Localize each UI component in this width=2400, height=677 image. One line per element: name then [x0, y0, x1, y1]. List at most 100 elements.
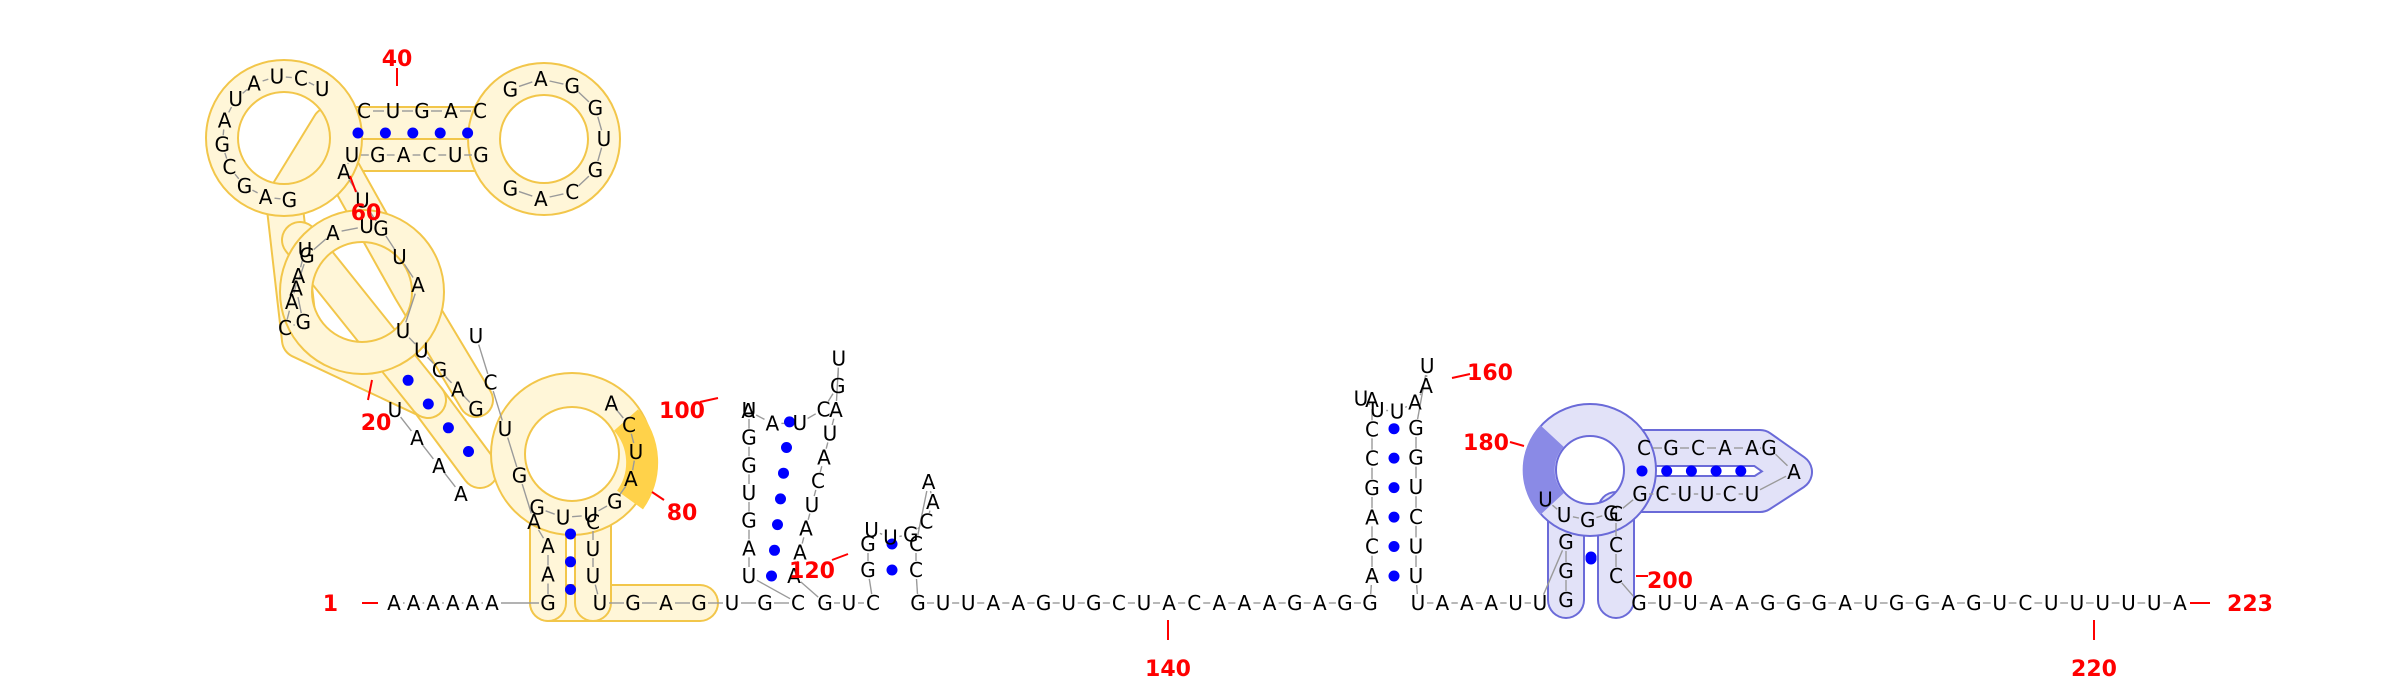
nucleotide-h1_stem_left: G: [741, 426, 757, 450]
nucleotide-tail_3prime: G: [1889, 591, 1905, 615]
nucleotide-h1_loop: U: [831, 347, 846, 371]
nucleotide-h2_loop: U: [864, 518, 879, 542]
nucleotide-h4_loop_a: U: [1538, 487, 1553, 511]
backbone-link: [755, 414, 765, 421]
base-pair: [775, 493, 786, 505]
nucleotide-s9_hairpin_right: G: [588, 158, 604, 182]
nucleotide-h3_stem_left: C: [1365, 417, 1379, 441]
nucleotide-h1_stem_right: U: [805, 493, 820, 517]
nucleotide-tail_3prime: A: [2173, 591, 2187, 615]
base-pair: [1661, 465, 1673, 477]
nucleotide-s13_loop_right: A: [605, 392, 619, 416]
backbone-link: [298, 263, 305, 280]
nucleotide-tail_3prime: U: [1864, 591, 1879, 615]
nucleotide-s3_loop_left: C: [484, 371, 498, 395]
nucleotide-h2_loop: C: [919, 510, 933, 534]
base-pair: [1388, 541, 1400, 552]
nucleotide-s12_stem_a_right: G: [468, 397, 484, 421]
backbone-link: [262, 78, 269, 82]
backbone-link: [518, 81, 533, 88]
nucleotide-h4_loop_b: G: [1761, 436, 1777, 460]
highlight-strong-blue: [1522, 425, 1565, 515]
nucleotide-h1_stem_right: A: [817, 445, 831, 469]
nucleotide-s11_junction: U: [355, 188, 370, 212]
nucleotide-linker4: U: [1411, 591, 1426, 615]
nucleotide-linker3: G: [1086, 591, 1102, 615]
backbone-link: [813, 489, 817, 497]
backbone-link: [1596, 515, 1603, 519]
backbone-link: [403, 263, 414, 278]
nucleotide-tail_3prime: U: [1992, 591, 2007, 615]
nucleotide-tail_3prime: G: [1915, 591, 1931, 615]
nucleotide-s7_hairpin_upper_left: A: [259, 185, 273, 209]
nucleotide-h1_stem_right: U: [823, 422, 838, 446]
position-number-140: 140: [1145, 657, 1191, 677]
nucleotide-s7_hairpin_upper_left: G: [215, 132, 231, 156]
backbone-link: [274, 197, 281, 200]
highlight-strong-yellow: [613, 409, 659, 510]
nucleotide-tail_3prime: A: [1838, 591, 1852, 615]
nucleotide-linker3: G: [1337, 591, 1353, 615]
base-pair: [402, 374, 414, 386]
base-pair: [1685, 465, 1697, 477]
nucleotide-h3_stem_right: U: [1409, 475, 1424, 499]
nucleotide-s10_stem_top_right: G: [473, 143, 489, 167]
nucleotide-linker3: G: [910, 591, 926, 615]
backbone-link: [594, 584, 599, 595]
nucleotide-h4_inner_right: C: [1723, 482, 1737, 506]
nucleotide-h4_inner_right: U: [1677, 482, 1692, 506]
nucleotide-s9_hairpin_right: G: [503, 177, 519, 201]
nucleotide-linker2: G: [817, 591, 833, 615]
base-pair-layer: [352, 127, 1747, 595]
base-pair: [886, 538, 898, 550]
nucleotide-s8_stem_top_left: A: [444, 99, 458, 123]
nucleotide-h4_inner_left: A: [1718, 436, 1732, 460]
backbone-link: [630, 433, 635, 444]
nucleotide-linker3: U: [1061, 591, 1076, 615]
nucleotide-h3_loop: A: [1419, 374, 1433, 398]
nucleotide-tail_3prime: G: [1631, 591, 1647, 615]
nucleotide-h3_stem_left: C: [1365, 535, 1379, 559]
nucleotide-linker3: G: [1036, 591, 1052, 615]
nucleotide-h3_loop: U: [1420, 354, 1435, 378]
nucleotide-s15_linker: A: [659, 591, 673, 615]
position-number-120: 120: [789, 559, 835, 584]
base-pair: [781, 442, 792, 453]
nucleotide-h3_stem_right: G: [1408, 446, 1424, 470]
nucleotide-h3_stem_right: C: [1409, 505, 1423, 529]
nucleotide-s6_stem_b_left: U: [298, 238, 313, 262]
nucleotide-linker3: A: [1012, 591, 1026, 615]
nucleotide-s14_stem_right: U: [586, 564, 601, 588]
nucleotide-s14_stem_right: U: [586, 537, 601, 561]
nucleotide-linker3: A: [1238, 591, 1252, 615]
backbone-link: [297, 296, 302, 314]
base-pair: [565, 556, 576, 568]
nucleotide-h4_stem_right: C: [1609, 564, 1623, 588]
backbone-link: [445, 376, 453, 384]
nucleotide-h1_loop: G: [830, 374, 846, 398]
nucleotide-h4_inner_right: U: [1745, 482, 1760, 506]
backbone-link: [463, 395, 471, 403]
nucleotide-s1_unpaired_5prime: A: [407, 591, 421, 615]
backbone-link: [1551, 504, 1558, 510]
nucleotide-s15_linker: G: [625, 591, 641, 615]
nucleotide-s3_loop_left: A: [527, 510, 541, 534]
nucleotide-h4_loop_b: A: [1787, 460, 1801, 484]
nucleotide-tail_3prime: U: [2070, 591, 2085, 615]
nucleotide-h3_stem_right: U: [1409, 534, 1424, 558]
nucleotide-linker3: G: [1287, 591, 1303, 615]
nucleotide-s7_hairpin_upper_left: C: [222, 155, 236, 179]
nucleotide-s11_junction: A: [337, 160, 351, 184]
nucleotide-s12_stem_a_right: G: [432, 358, 448, 382]
nucleotide-linker3: A: [986, 591, 1000, 615]
number-tick: [699, 397, 719, 403]
nucleotide-h1_loop: U: [792, 411, 807, 435]
base-pair: [1388, 482, 1400, 494]
nucleotide-linker4: U: [1508, 591, 1523, 615]
base-pair: [1388, 452, 1400, 464]
nucleotide-h1_stem_right: A: [793, 540, 807, 564]
backbone-link: [819, 466, 823, 473]
nucleotide-h1_loop: A: [766, 412, 780, 436]
nucleotide-h3_stem_left: C: [1365, 447, 1379, 471]
